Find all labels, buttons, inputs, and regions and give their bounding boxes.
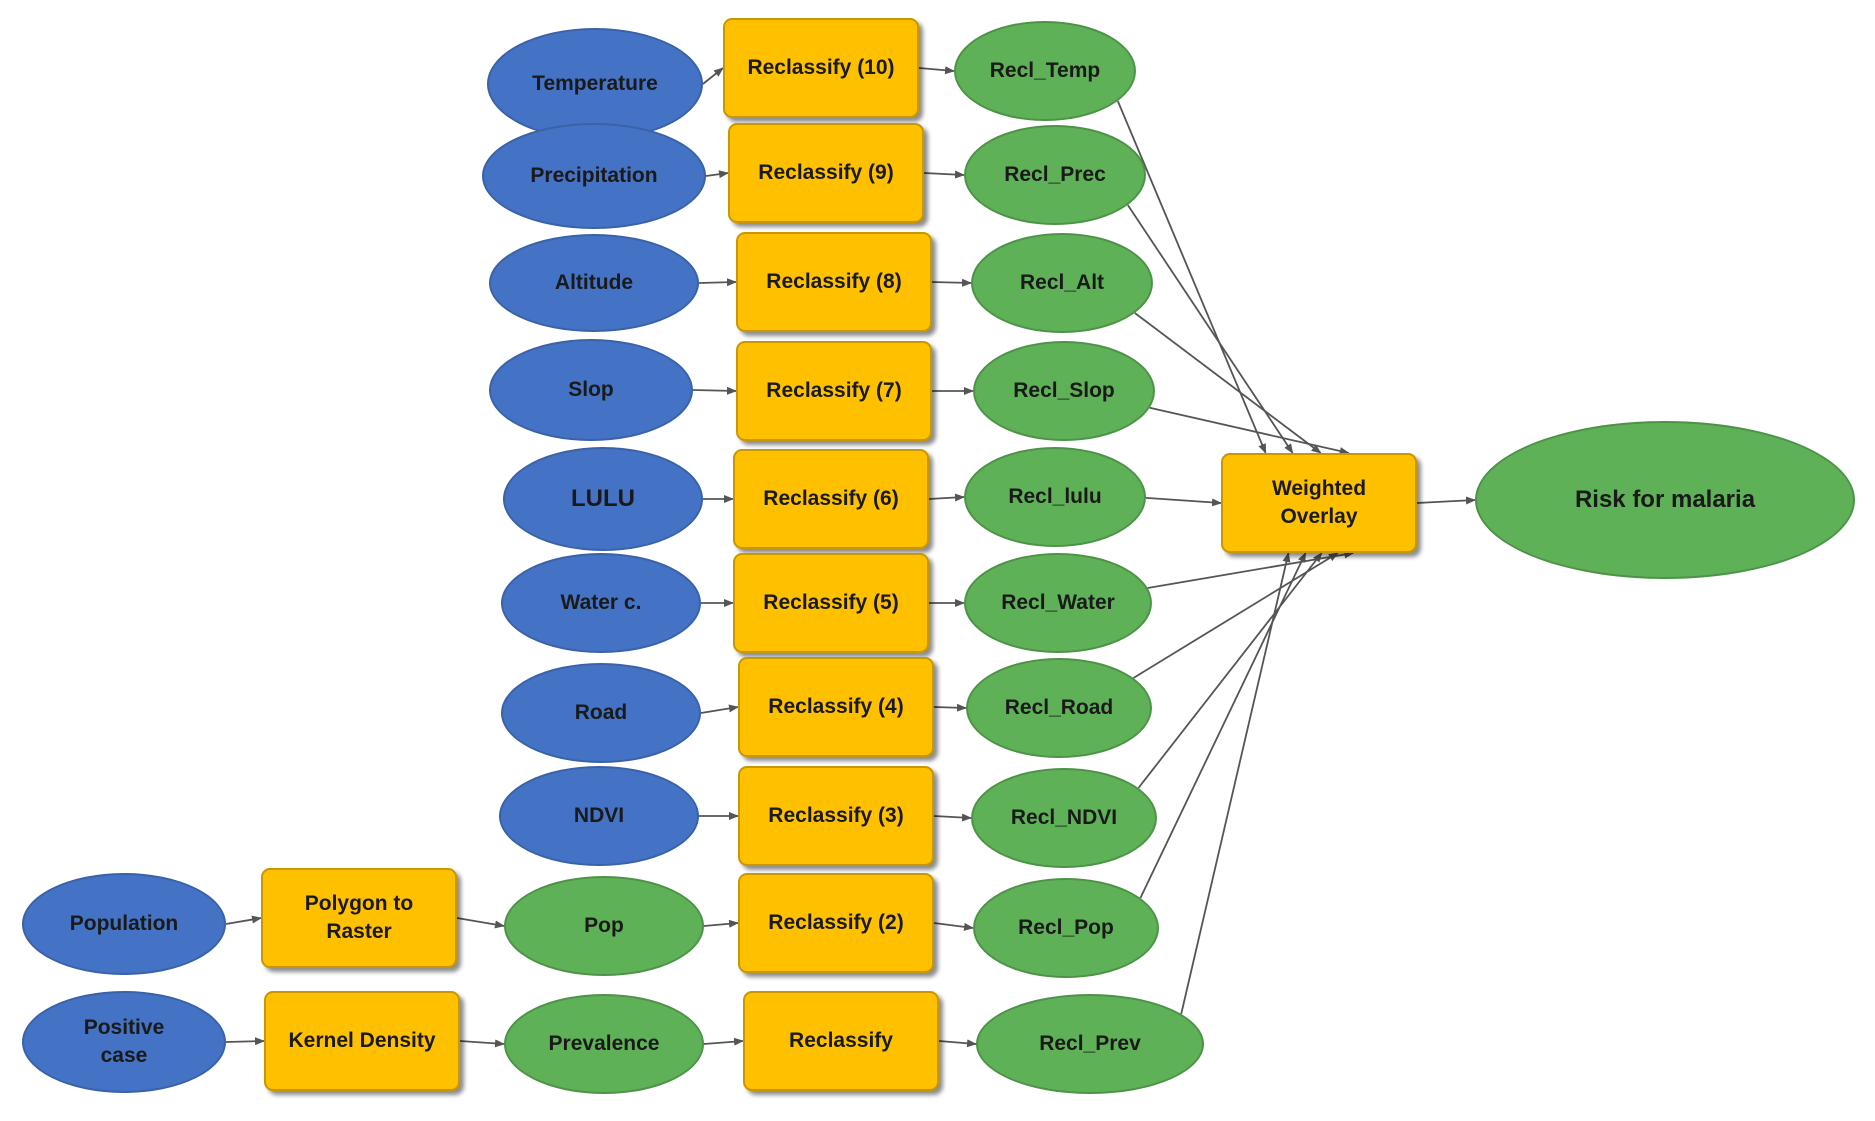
connector-recl_prev-to-weighted_overlay: [1180, 552, 1291, 1015]
prevalence-output-node: Prevalence: [504, 994, 704, 1094]
kernel-density-tool: Kernel Density: [264, 991, 460, 1091]
connector-slop-to-reclassify_7: [692, 386, 737, 395]
connector-road-to-reclassify_4: [700, 704, 739, 714]
connector-reclassify_10-to-recl_temp: [918, 66, 955, 75]
connector-recl_alt-to-weighted_overlay: [1134, 312, 1322, 454]
connector-positive_case-to-kernel_density: [225, 1037, 265, 1046]
connector-recl_temp-to-weighted_overlay: [1116, 100, 1267, 454]
connector-reclassify_8-to-recl_alt: [931, 278, 972, 287]
connector-reclassify_6-to-recl_lulu: [928, 493, 965, 502]
weighted-overlay-tool: Weighted Overlay: [1221, 453, 1417, 553]
recl-slop-output-node: Recl_Slop: [973, 341, 1155, 441]
reclassify-4-tool: Reclassify (4): [738, 657, 934, 757]
reclassify-2-tool: Reclassify (2): [738, 873, 934, 973]
connector-temperature-to-reclassify_10: [702, 67, 724, 85]
connector-precipitation-to-reclassify_9: [705, 170, 729, 179]
connector-recl_slop-to-weighted_overlay: [1149, 406, 1350, 455]
reclassify-10-tool: Reclassify (10): [723, 18, 919, 118]
recl-water-output-node: Recl_Water: [964, 553, 1152, 653]
reclassify-6-tool: Reclassify (6): [733, 449, 929, 549]
connector-recl_ndvi-to-weighted_overlay: [1137, 552, 1323, 789]
connector-reclassify-to-recl_prev: [938, 1039, 977, 1048]
connector-prevalence-to-reclassify: [703, 1037, 744, 1046]
connector-recl_prec-to-weighted_overlay: [1127, 204, 1294, 454]
connector-recl_pop-to-weighted_overlay: [1139, 552, 1307, 899]
connector-polygon_to_raster-to-pop: [456, 917, 505, 929]
altitude-input-node: Altitude: [489, 234, 699, 332]
recl-road-output-node: Recl_Road: [966, 658, 1152, 758]
connector-reclassify_4-to-recl_road: [933, 703, 967, 712]
road-input-node: Road: [501, 663, 701, 763]
slop-input-node: Slop: [489, 339, 693, 441]
recl-ndvi-output-node: Recl_NDVI: [971, 768, 1157, 868]
recl-alt-output-node: Recl_Alt: [971, 233, 1153, 333]
ndvi-input-node: NDVI: [499, 766, 699, 866]
connector-reclassify_9-to-recl_prec: [923, 170, 965, 179]
recl-lulu-output-node: Recl_lulu: [964, 447, 1146, 547]
polygon-to-raster-tool: Polygon to Raster: [261, 868, 457, 968]
risk-for-malaria-output-node: Risk for malaria: [1475, 421, 1855, 579]
precipitation-input-node: Precipitation: [482, 123, 706, 229]
pop-output-node: Pop: [504, 876, 704, 976]
recl-prec-output-node: Recl_Prec: [964, 125, 1146, 225]
connector-weighted_overlay-to-risk: [1416, 496, 1476, 505]
reclassify-9-tool: Reclassify (9): [728, 123, 924, 223]
reclassify-8-tool: Reclassify (8): [736, 232, 932, 332]
connector-recl_lulu-to-weighted_overlay: [1145, 497, 1222, 507]
recl-prev-output-node: Recl_Prev: [976, 994, 1204, 1094]
connector-reclassify_2-to-recl_pop: [933, 922, 974, 931]
connector-reclassify_3-to-recl_ndvi: [933, 813, 972, 822]
water-input-node: Water c.: [501, 553, 701, 653]
connector-recl_road-to-weighted_overlay: [1132, 552, 1339, 679]
reclassify-7-tool: Reclassify (7): [736, 341, 932, 441]
reclassify-3-tool: Reclassify (3): [738, 766, 934, 866]
connector-population-to-polygon_to_raster: [225, 915, 262, 925]
connector-kernel_density-to-prevalence: [459, 1039, 505, 1048]
lulu-input-node: LULU: [503, 447, 703, 551]
population-input-node: Population: [22, 873, 226, 975]
reclassify-tool: Reclassify: [743, 991, 939, 1091]
positive-case-input-node: Positive case: [22, 991, 226, 1093]
connector-recl_water-to-weighted_overlay: [1147, 550, 1355, 589]
recl-pop-output-node: Recl_Pop: [973, 878, 1159, 978]
connector-altitude-to-reclassify_8: [698, 278, 737, 287]
reclassify-5-tool: Reclassify (5): [733, 553, 929, 653]
recl-temp-output-node: Recl_Temp: [954, 21, 1136, 121]
connector-pop-to-reclassify_2: [703, 919, 739, 928]
